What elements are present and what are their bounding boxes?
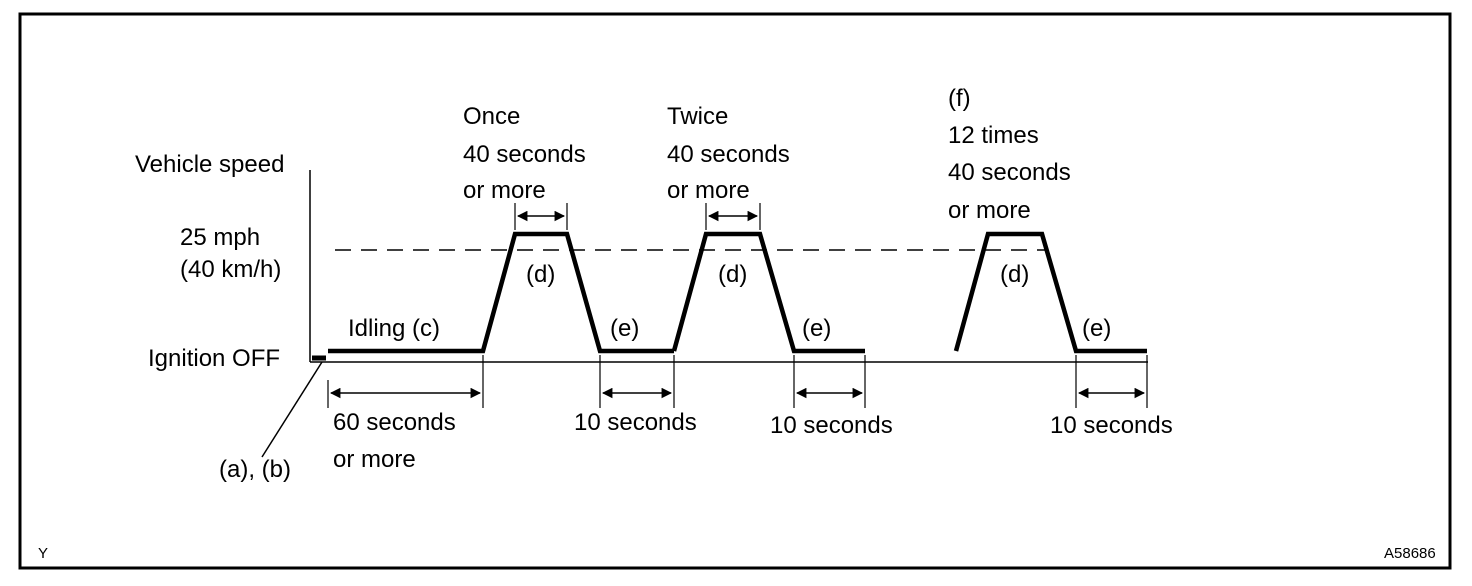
frame-border — [18, 12, 1452, 570]
idling-label: Idling (c) — [348, 315, 440, 342]
idle-duration-label: 60 seconds — [333, 409, 456, 436]
speed-profile-cycle-3 — [953, 231, 1147, 354]
cycle-2-duration-label: 40 seconds — [667, 141, 790, 168]
cycle-1-stop-label: (e) — [610, 315, 639, 342]
speed-value-label: 25 mph — [180, 224, 260, 251]
cycle-2-drive-label: (d) — [718, 261, 747, 288]
cycle-3-drive-label: (d) — [1000, 261, 1029, 288]
cycle-3-stop-duration-label: 10 seconds — [1050, 412, 1173, 439]
speed-profile-cycle-1 — [328, 231, 674, 354]
idle-duration-label-2: or more — [333, 446, 416, 473]
cycle-3-stop-label: (e) — [1082, 315, 1111, 342]
ignition-off-label: Ignition OFF — [148, 345, 280, 372]
cycle-3-duration-label: 40 seconds — [948, 159, 1071, 186]
cycle-1-duration-label: 40 seconds — [463, 141, 586, 168]
cycle-3-duration-label-2: or more — [948, 197, 1031, 224]
cycle-2-stop-label: (e) — [802, 315, 831, 342]
cycle-1-drive-label: (d) — [526, 261, 555, 288]
cycle-1-count-label: Once — [463, 103, 520, 130]
cycle-3-step-label: (f) — [948, 85, 971, 112]
cycle-2-stop-duration-label: 10 seconds — [770, 412, 893, 439]
vehicle-speed-label: Vehicle speed — [135, 151, 284, 178]
ab-leader-line — [261, 361, 323, 458]
footer-left-code: Y — [38, 545, 48, 562]
cycle-3-count-label: 12 times — [948, 122, 1039, 149]
cycle-1-stop-duration-label: 10 seconds — [574, 409, 697, 436]
speed-value-kmh-label: (40 km/h) — [180, 256, 281, 283]
cycle-2-duration-label-2: or more — [667, 177, 750, 204]
cycle-2-count-label: Twice — [667, 103, 728, 130]
figure-id: A58686 — [1384, 545, 1436, 562]
ab-step-label: (a), (b) — [219, 456, 291, 483]
speed-profile-cycle-2 — [671, 231, 865, 354]
duration-ticks — [327, 203, 1148, 408]
cycle-1-duration-label-2: or more — [463, 177, 546, 204]
